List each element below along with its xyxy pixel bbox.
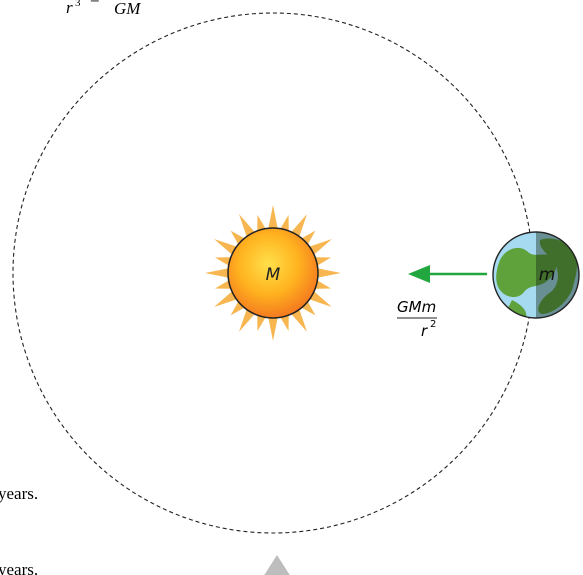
force-denominator-symbol: r (421, 322, 428, 340)
side-text-line-1: years. (0, 484, 38, 503)
sun-ray (205, 267, 232, 279)
equation-denominator: GM (114, 0, 141, 18)
earth-mass-label: m (539, 265, 556, 285)
top-equation: r 3 = GM (66, 0, 141, 18)
earth: m (492, 231, 580, 319)
sun-mass-label: M (266, 265, 281, 285)
earth-land (496, 247, 557, 298)
force-numerator: GMm (397, 298, 436, 316)
equation-r-symbol: r (66, 0, 73, 17)
force-label: GMm r 2 (397, 298, 437, 340)
sun-ray (267, 314, 279, 341)
force-denominator-exponent: 2 (430, 319, 436, 330)
side-text-line-2: years. (0, 560, 38, 575)
force-arrow-head (408, 265, 430, 283)
earth-outline (492, 231, 580, 319)
sun-ray (314, 267, 341, 279)
sun-ray (267, 205, 279, 232)
equation-r-exponent: 3 (75, 0, 81, 9)
force-arrow (408, 265, 487, 283)
earth-land-east (538, 238, 578, 314)
bottom-triangle-marker (264, 555, 290, 575)
sun: M (205, 205, 341, 341)
sun-core (227, 227, 319, 319)
equation-equals: = (90, 0, 100, 9)
